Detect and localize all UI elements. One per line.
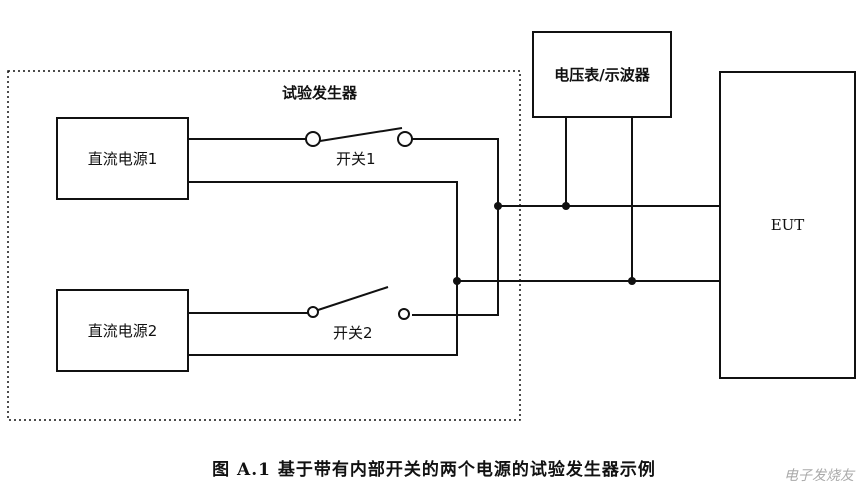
junction-rail-top: [494, 202, 502, 210]
switch2-label: 开关2: [333, 324, 373, 342]
dc-supply-1-label: 直流电源1: [87, 150, 158, 168]
eut-label: EUT: [770, 216, 805, 234]
junction-meter-b: [628, 277, 636, 285]
dc-supply-2: 直流电源2: [56, 289, 189, 372]
watermark-logo: 电子发烧友: [784, 468, 854, 484]
dc-supply-1: 直流电源1: [56, 117, 189, 200]
switch1-label: 开关1: [336, 150, 376, 168]
switch1-contact-right: [397, 131, 413, 147]
voltmeter-oscilloscope: 电压表/示波器: [532, 31, 672, 118]
switch2-contact-left: [307, 306, 319, 318]
wire-switch1-rail: [412, 138, 499, 316]
dc-supply-2-label: 直流电源2: [87, 322, 158, 340]
switch2-contact-right: [398, 308, 410, 320]
switch1-blade: [319, 127, 403, 142]
junction-meter-a: [562, 202, 570, 210]
generator-label: 试验发生器: [282, 84, 358, 102]
junction-mid: [453, 277, 461, 285]
figure-caption: 图 A.1 基于带有内部开关的两个电源的试验发生器示例: [212, 460, 656, 480]
wire-supply1-return: [187, 181, 458, 356]
switch2-blade: [317, 286, 389, 311]
generator-boundary: [7, 70, 521, 421]
eut-box: EUT: [719, 71, 856, 379]
switch1-contact-left: [305, 131, 321, 147]
meter-label: 电压表/示波器: [554, 66, 650, 84]
